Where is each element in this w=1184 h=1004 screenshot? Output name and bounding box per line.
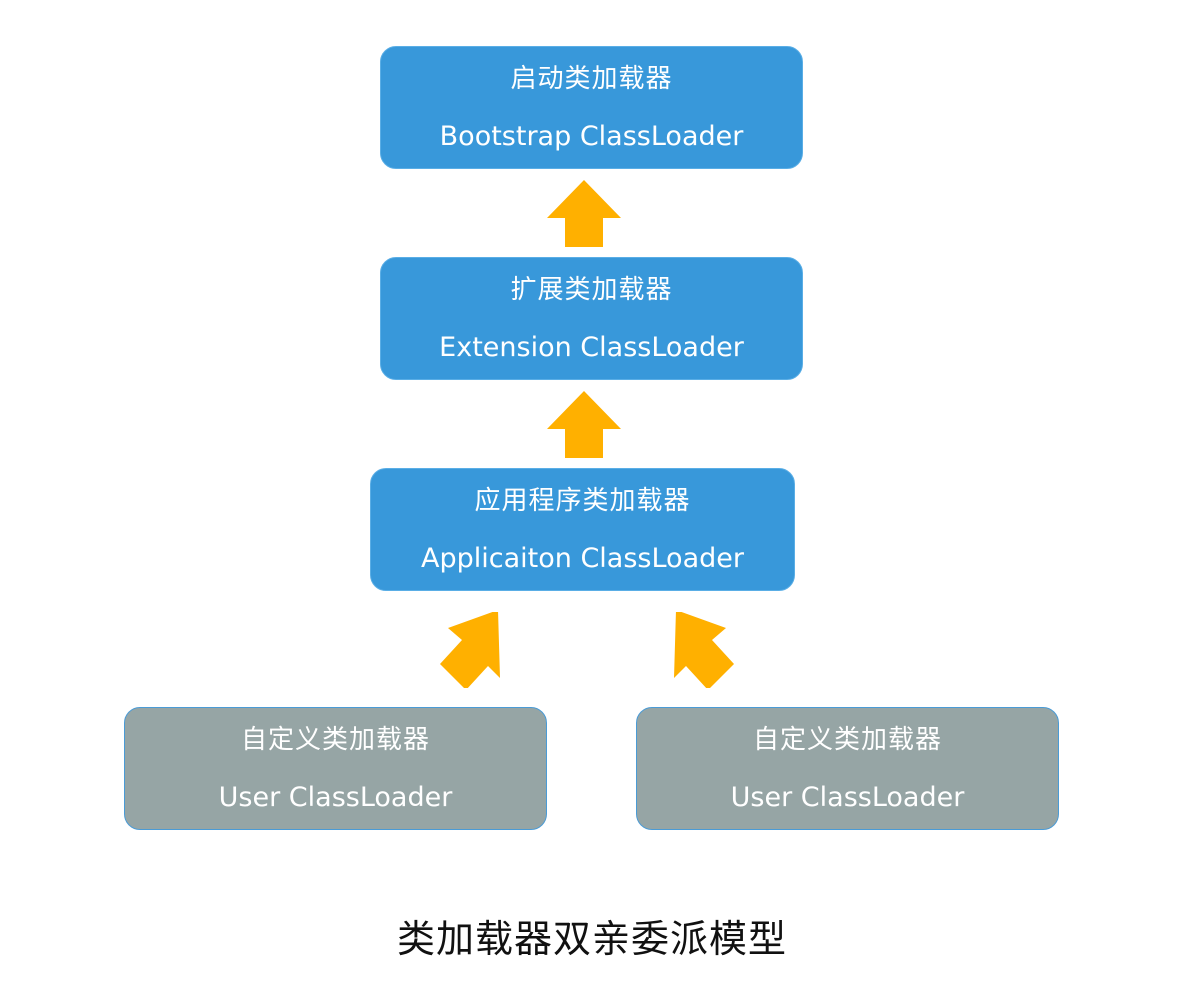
- node-label-cn: 启动类加载器: [510, 63, 673, 94]
- node-label-cn: 自定义类加载器: [240, 724, 430, 755]
- node-label-en: User ClassLoader: [218, 781, 453, 813]
- node-label-cn: 扩展类加载器: [510, 274, 673, 305]
- node-label-en: Bootstrap ClassLoader: [439, 120, 744, 152]
- arrow-up-icon: [547, 180, 621, 247]
- node-label-en: User ClassLoader: [730, 781, 965, 813]
- node-extension-classloader: 扩展类加载器 Extension ClassLoader: [380, 257, 803, 380]
- arrow-up-left-icon: [674, 612, 734, 688]
- arrow-up-icon: [547, 391, 621, 458]
- node-application-classloader: 应用程序类加载器 Applicaiton ClassLoader: [370, 468, 795, 591]
- node-user-classloader-1: 自定义类加载器 User ClassLoader: [124, 707, 547, 830]
- node-bootstrap-classloader: 启动类加载器 Bootstrap ClassLoader: [380, 46, 803, 169]
- arrow-up-right-icon: [440, 612, 500, 688]
- node-label-cn: 应用程序类加载器: [474, 485, 691, 516]
- diagram-title: 类加载器双亲委派模型: [396, 917, 787, 961]
- node-user-classloader-2: 自定义类加载器 User ClassLoader: [636, 707, 1059, 830]
- node-label-en: Extension ClassLoader: [439, 331, 744, 363]
- node-label-en: Applicaiton ClassLoader: [421, 542, 744, 574]
- node-label-cn: 自定义类加载器: [752, 724, 942, 755]
